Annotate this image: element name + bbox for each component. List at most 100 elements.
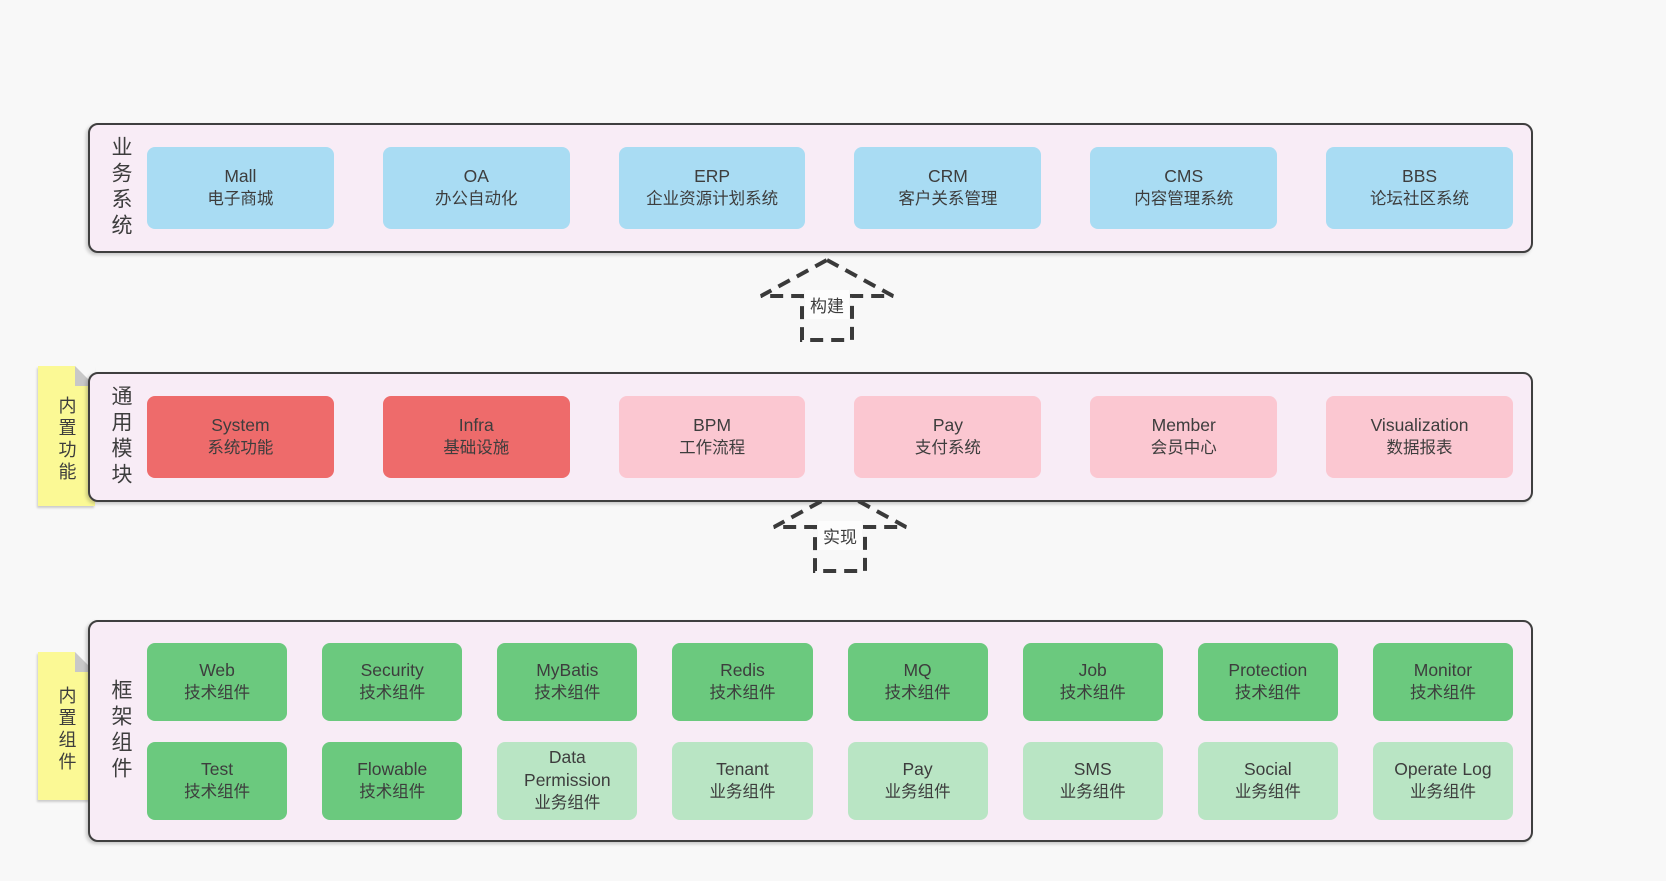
band-common-modules: 通用模块 System 系统功能 Infra 基础设施 BPM 工作流程 Pay 支付系统 Me… — [88, 372, 1533, 502]
module-box-mall: Mall 电子商城 — [147, 147, 334, 229]
module-name-en: Pay — [902, 758, 933, 779]
module-name-zh: 论坛社区系统 — [1370, 190, 1470, 208]
module-name-en: Protection — [1228, 659, 1308, 680]
module-name-en: Flowable — [357, 758, 428, 779]
module-name-zh: 技术组件 — [884, 683, 951, 702]
module-name-en: System — [211, 415, 270, 435]
module-box-infra: Infra 基础设施 — [382, 396, 570, 478]
module-name-en: CRM — [927, 166, 968, 186]
module-name-zh: 会员中心 — [1150, 439, 1217, 457]
module-name-zh: 业务组件 — [534, 794, 601, 812]
module-name-en: MyBatis — [536, 659, 599, 680]
module-box-web: Web 技术组件 — [147, 642, 288, 721]
module-box-bbs: BBS 论坛社区系统 — [1326, 147, 1513, 229]
module-box-security: Security 技术组件 — [322, 642, 463, 721]
module-box-oa: OA 办公自动化 — [382, 147, 570, 229]
sticky-note-built-in-components: 内置组件 — [38, 652, 95, 800]
module-name-en: Member — [1151, 415, 1216, 435]
module-name-en: CMS — [1164, 166, 1204, 186]
common-modules-boxes: System 系统功能 Infra 基础设施 BPM 工作流程 Pay 支付系统 Member 会… — [147, 374, 1513, 500]
module-name-en: BPM — [693, 415, 732, 435]
sticky-note-built-in-features: 内置功能 — [38, 366, 95, 506]
module-name-zh: 技术组件 — [359, 782, 426, 801]
build-arrow-label: 构建 — [805, 290, 849, 319]
module-name-en: Tenant — [716, 758, 769, 779]
module-box-job: Job 技术组件 — [1022, 642, 1163, 721]
module-name-en: Redis — [720, 659, 765, 680]
sticky-note-label: 内置功能 — [56, 396, 77, 484]
band-label-business-systems: 业务系统 — [109, 136, 132, 240]
band-label-framework-components: 框架组件 — [109, 679, 132, 783]
business-systems-boxes: Mall 电子商城 OA 办公自动化 ERP 企业资源计划系统 CRM 客户关系管理 CMS 内容… — [147, 125, 1513, 251]
module-box-protection: Protection 技术组件 — [1197, 642, 1338, 721]
module-name-en: Infra — [458, 415, 494, 435]
module-name-zh: 业务组件 — [1059, 782, 1126, 801]
module-box-data-permission: Data Permission 业务组件 — [497, 741, 638, 820]
module-box-pay: Pay 支付系统 — [854, 396, 1042, 478]
module-name-zh: 基础设施 — [443, 439, 510, 457]
module-box-operate-log: Operate Log 业务组件 — [1372, 741, 1513, 820]
module-name-zh: 系统功能 — [207, 439, 274, 457]
module-name-zh: 技术组件 — [184, 782, 251, 801]
build-arrow: 构建 — [757, 256, 897, 344]
module-name-en: Visualization — [1370, 415, 1469, 435]
module-name-zh: 技术组件 — [1409, 683, 1476, 702]
module-name-en: BBS — [1402, 166, 1438, 186]
module-name-zh: 技术组件 — [1234, 683, 1301, 702]
module-name-en: Social — [1243, 758, 1292, 779]
module-name-zh: 技术组件 — [359, 683, 426, 702]
band-label-common-modules: 通用模块 — [109, 385, 132, 489]
module-name-zh: 技术组件 — [1059, 683, 1126, 702]
module-box-crm: CRM 客户关系管理 — [854, 147, 1042, 229]
module-box-tenant: Tenant 业务组件 — [672, 741, 813, 820]
module-name-zh: 数据报表 — [1386, 439, 1453, 457]
module-name-en: Test — [201, 758, 234, 779]
module-name-en: Pay — [932, 415, 963, 435]
module-box-test: Test 技术组件 — [147, 741, 288, 820]
module-box-monitor: Monitor 技术组件 — [1372, 642, 1513, 721]
module-name-zh: 工作流程 — [679, 439, 746, 457]
module-name-zh: 客户关系管理 — [898, 190, 998, 208]
module-name-zh: 业务组件 — [709, 782, 776, 801]
module-name-en: Job — [1078, 659, 1107, 680]
module-box-pay: Pay 业务组件 — [847, 741, 988, 820]
module-name-zh: 电子商城 — [207, 190, 274, 208]
module-name-zh: 业务组件 — [884, 782, 951, 801]
module-name-en: Web — [199, 659, 235, 680]
module-box-erp: ERP 企业资源计划系统 — [618, 147, 806, 229]
module-box-sms: SMS 业务组件 — [1022, 741, 1163, 820]
module-name-en: Mall — [224, 166, 257, 186]
module-box-mq: MQ 技术组件 — [847, 642, 988, 721]
band-business-systems: 业务系统 Mall 电子商城 OA 办公自动化 ERP 企业资源计划系统 CRM 客户关系管理… — [88, 123, 1533, 253]
module-name-zh: 技术组件 — [184, 683, 251, 702]
module-box-bpm: BPM 工作流程 — [618, 396, 806, 478]
module-box-social: Social 业务组件 — [1197, 741, 1338, 820]
module-name-zh: 业务组件 — [1234, 782, 1301, 801]
module-box-member: Member 会员中心 — [1090, 396, 1278, 478]
module-name-en: OA — [463, 166, 489, 186]
implement-arrow: 实现 — [770, 487, 910, 575]
module-name-en: Security — [360, 659, 424, 680]
module-box-system: System 系统功能 — [147, 396, 334, 478]
module-name-zh: 内容管理系统 — [1134, 190, 1234, 208]
module-box-flowable: Flowable 技术组件 — [322, 741, 463, 820]
module-name-en: MQ — [903, 659, 932, 680]
module-box-cms: CMS 内容管理系统 — [1090, 147, 1278, 229]
module-name-zh: 企业资源计划系统 — [646, 190, 779, 208]
sticky-note-label: 内置组件 — [56, 686, 77, 774]
module-name-en: ERP — [694, 166, 731, 186]
module-name-en: SMS — [1073, 758, 1112, 779]
module-name-en: Data Permission — [524, 747, 611, 790]
module-name-en: Monitor — [1413, 659, 1473, 680]
module-name-zh: 支付系统 — [914, 439, 981, 457]
module-name-zh: 业务组件 — [1409, 782, 1476, 801]
module-box-visualization: Visualization 数据报表 — [1326, 396, 1513, 478]
module-name-zh: 办公自动化 — [434, 190, 518, 208]
module-name-en: Operate Log — [1394, 758, 1492, 779]
